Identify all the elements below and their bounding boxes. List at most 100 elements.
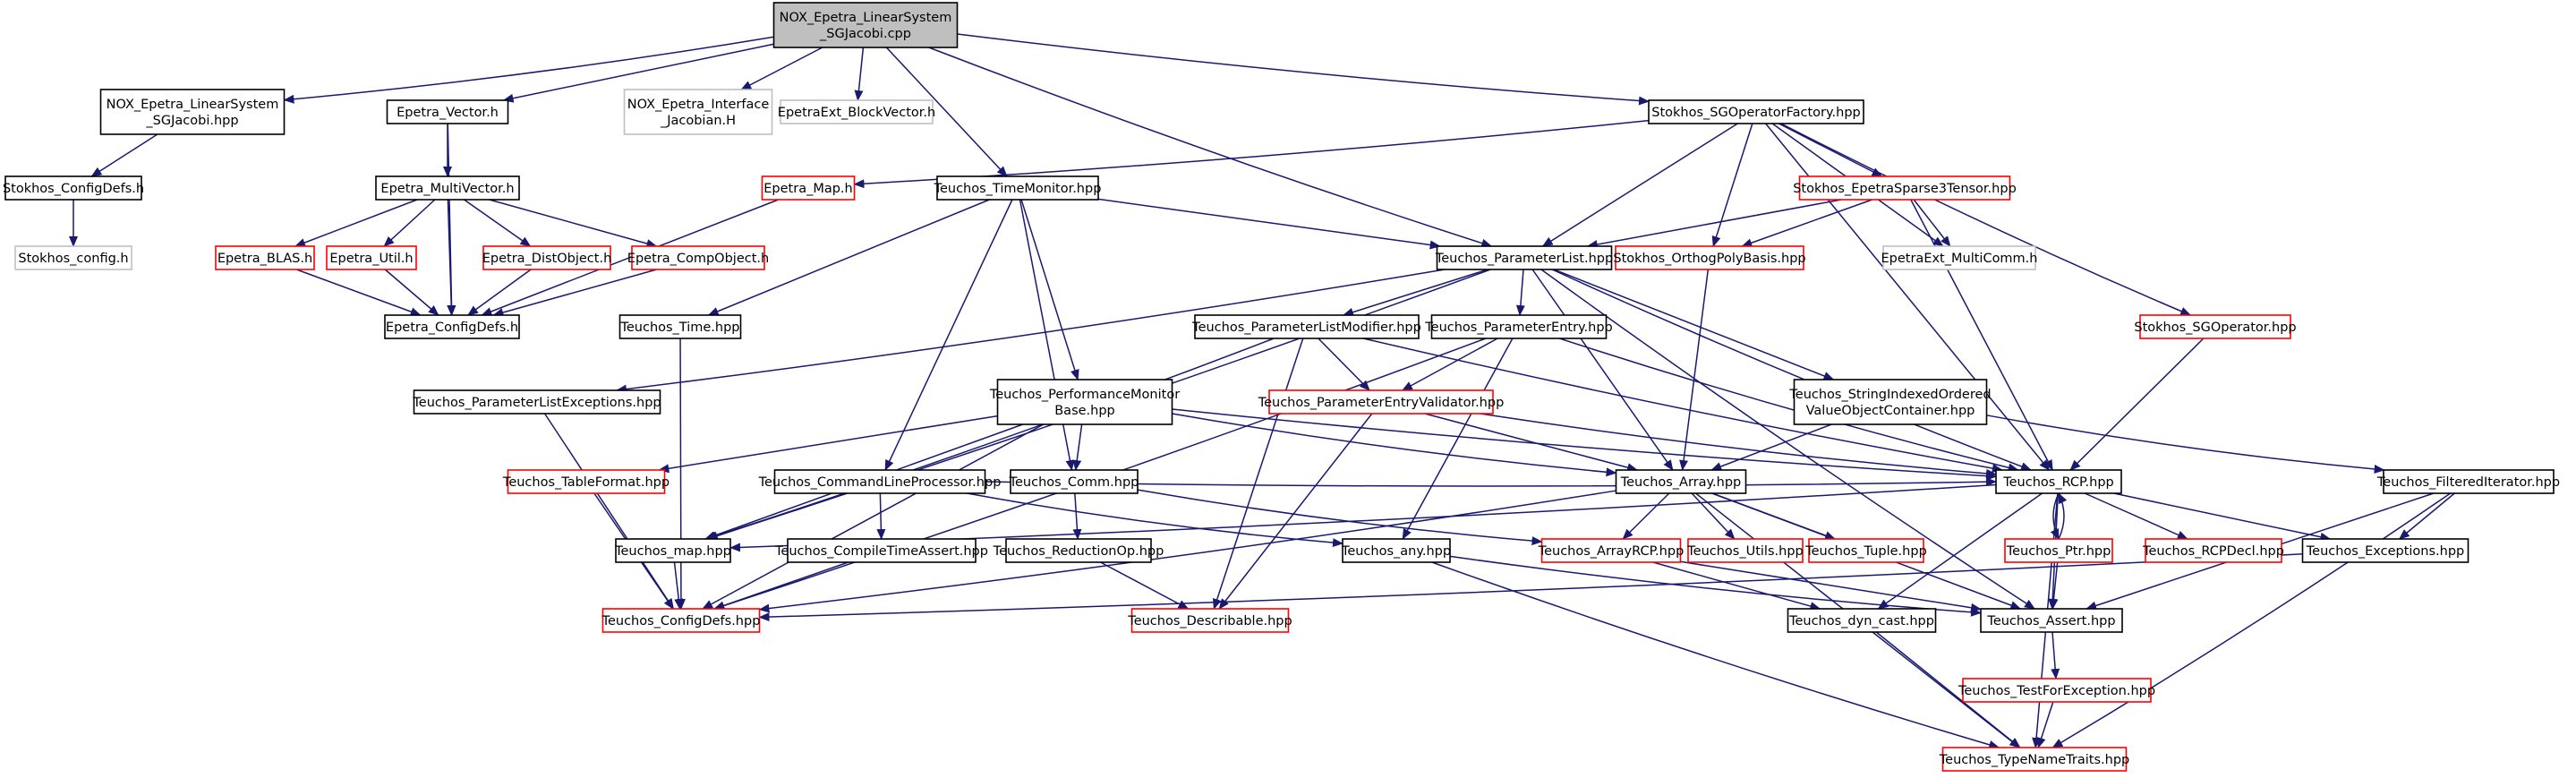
node-teuchos-commandlineprocessor-hpp[interactable]: Teuchos_CommandLineProcessor.hpp: [758, 469, 1002, 494]
edge-perfmon-to-rcp: [1172, 408, 1997, 481]
node-teuchos-describable-hpp[interactable]: Teuchos_Describable.hpp: [1127, 608, 1292, 633]
node-box: [1540, 538, 1682, 563]
node-stokhos-orthogpolybasis-hpp[interactable]: Stokhos_OrthogPolyBasis.hpp: [1613, 245, 1806, 270]
edge-sgopfac-to-sgop: [1780, 123, 2192, 316]
edge-arcp-to-assert: [1680, 560, 1982, 612]
edge-any-to-assert: [1449, 555, 1982, 617]
node-epetra-distobject-h[interactable]: Epetra_DistObject.h: [482, 245, 612, 270]
node-epetra-map-h[interactable]: Epetra_Map.h: [761, 175, 856, 201]
node-box: [14, 245, 132, 270]
edge-root-to-blockvec: [854, 47, 865, 101]
node-box: [375, 175, 520, 201]
node-teuchos-testforexception-hpp[interactable]: Teuchos_TestForException.hpp: [1958, 678, 2155, 703]
node-teuchos-typenametraits-hpp[interactable]: Teuchos_TypeNameTraits.hpp: [1939, 747, 2129, 772]
node-epetraext-multicomm-h: EpetraExt_MultiComm.h: [1881, 245, 2037, 270]
node-label: Teuchos_CommandLineProcessor.hpp: [758, 475, 1002, 490]
edge-plist-to-pentry: [1515, 269, 1525, 316]
node-teuchos-parameterlist-hpp[interactable]: Teuchos_ParameterList.hpp: [1435, 245, 1613, 270]
node-teuchos-filterediterator-hpp[interactable]: Teuchos_FilteredIterator.hpp: [2376, 469, 2560, 494]
node-teuchos-map-hpp[interactable]: Teuchos_map.hpp: [614, 538, 731, 563]
edge-rcp-to-dyncast: [1877, 492, 2043, 610]
node-box: [1962, 678, 2152, 703]
node-box: [618, 314, 742, 339]
node-box: [1130, 608, 1290, 633]
node-teuchos-tableformat-hpp[interactable]: Teuchos_TableFormat.hpp: [502, 469, 670, 494]
node-teuchos-stringindexedorderedvalueobjectcontainer-hpp[interactable]: Teuchos_StringIndexedOrderedValueObjectC…: [1788, 379, 1992, 425]
node-nox-epetra-linearsystem-sgjacobi-hpp[interactable]: NOX_Epetra_LinearSystem_SGJacobi.hpp: [99, 89, 286, 135]
node-teuchos-reductionop-hpp[interactable]: Teuchos_ReductionOp.hpp: [993, 538, 1164, 563]
edge-root-to-sgjh: [283, 36, 774, 104]
node-nox-epetra-interface-jacobian-h: NOX_Epetra_Interface_Jacobian.H: [623, 89, 773, 135]
edge-eblas-to-ecfg: [296, 269, 422, 316]
node-teuchos-timemonitor-hpp[interactable]: Teuchos_TimeMonitor.hpp: [934, 175, 1102, 201]
edge-perfmon-to-comm: [1072, 423, 1083, 471]
node-epetra-multivector-h[interactable]: Epetra_MultiVector.h: [375, 175, 520, 201]
node-teuchos-arrayrcp-hpp[interactable]: Teuchos_ArrayRCP.hpp: [1538, 538, 1685, 563]
node-epetra-vector-h[interactable]: Epetra_Vector.h: [386, 99, 509, 124]
edge-perfmon-to-tcfg: [702, 423, 1045, 610]
node-teuchos-rcp-hpp[interactable]: Teuchos_RCP.hpp: [1995, 469, 2122, 494]
node-label: _Jacobian.H: [660, 114, 736, 128]
node-box: [413, 389, 661, 415]
node-label: Teuchos_dyn_cast.hpp: [1788, 614, 1934, 628]
edge-clp-to-any: [967, 492, 1343, 548]
node-label: Teuchos_map.hpp: [614, 544, 731, 559]
node-teuchos-utils-hpp[interactable]: Teuchos_Utils.hpp: [1686, 538, 1804, 563]
edge-any-to-tnt: [1431, 561, 2000, 749]
node-stokhos-sgoperatorfactory-hpp[interactable]: Stokhos_SGOperatorFactory.hpp: [1648, 99, 1864, 124]
node-box: [507, 469, 666, 494]
node-teuchos-assert-hpp[interactable]: Teuchos_Assert.hpp: [1980, 608, 2123, 633]
node-box: [936, 175, 1099, 201]
node-stokhos-sgoperator-hpp[interactable]: Stokhos_SGOperator.hpp: [2134, 314, 2297, 339]
node-stokhos-epetrasparse3tensor-hpp[interactable]: Stokhos_EpetraSparse3Tensor.hpp: [1793, 175, 2017, 201]
node-epetra-configdefs-h[interactable]: Epetra_ConfigDefs.h: [384, 314, 520, 339]
node-teuchos-parameterlistexceptions-hpp[interactable]: Teuchos_ParameterListExceptions.hpp: [412, 389, 661, 415]
edge-timemon-to-ttime: [707, 199, 990, 316]
node-label: Stokhos_EpetraSparse3Tensor.hpp: [1793, 182, 2017, 196]
node-teuchos-dyn-cast-hpp[interactable]: Teuchos_dyn_cast.hpp: [1787, 608, 1937, 633]
node-teuchos-rcpdecl-hpp[interactable]: Teuchos_RCPDecl.hpp: [2142, 538, 2284, 563]
edge-plmod-to-descr: [1212, 338, 1304, 610]
edge-emap-to-ecfg: [481, 199, 779, 316]
node-teuchos-tuple-hpp[interactable]: Teuchos_Tuple.hpp: [1804, 538, 1927, 563]
node-epetra-util-h[interactable]: Epetra_Util.h: [326, 245, 417, 270]
node-teuchos-parameterentry-hpp[interactable]: Teuchos_ParameterEntry.hpp: [1424, 314, 1613, 339]
node-label: Epetra_BLAS.h: [218, 252, 312, 266]
node-stokhos-configdefs-h[interactable]: Stokhos_ConfigDefs.h: [3, 175, 144, 201]
node-teuchos-exceptions-hpp[interactable]: Teuchos_Exceptions.hpp: [2301, 538, 2469, 563]
node-teuchos-parameterlistmodifier-hpp[interactable]: Teuchos_ParameterListModifier.hpp: [1191, 314, 1421, 339]
node-label: Teuchos_Exceptions.hpp: [2306, 544, 2464, 559]
edge-sgop-to-rcp: [2069, 338, 2205, 471]
edge-pentry-to-rcp: [1559, 338, 2019, 473]
node-box: [386, 99, 509, 124]
node-box: [215, 245, 315, 270]
node-teuchos-comm-hpp[interactable]: Teuchos_Comm.hpp: [1009, 469, 1139, 494]
node-teuchos-ptr-hpp[interactable]: Teuchos_Ptr.hpp: [2004, 538, 2113, 563]
node-box: [1010, 469, 1139, 494]
node-teuchos-configdefs-hpp[interactable]: Teuchos_ConfigDefs.hpp: [601, 608, 761, 633]
edge-eutil-to-ecfg: [384, 269, 439, 316]
edge-perfmon-to-array: [1172, 413, 1617, 477]
node-teuchos-parameterentryvalidator-hpp[interactable]: Teuchos_ParameterEntryValidator.hpp: [1258, 389, 1505, 415]
node-teuchos-time-hpp[interactable]: Teuchos_Time.hpp: [618, 314, 742, 339]
node-box: [772, 2, 959, 48]
node-label: NOX_Epetra_LinearSystem: [780, 11, 952, 25]
node-box: [1787, 608, 1937, 633]
node-teuchos-array-hpp[interactable]: Teuchos_Array.hpp: [1615, 469, 1747, 494]
node-label: Teuchos_Comm.hpp: [1009, 475, 1139, 490]
edge-plist-to-assert: [1540, 269, 2035, 610]
edge-pev-to-descr: [1218, 413, 1373, 610]
node-label: Teuchos_ReductionOp.hpp: [993, 544, 1164, 559]
node-label: Epetra_Util.h: [329, 252, 413, 266]
edge-plexc-to-tcfg: [543, 413, 675, 610]
node-box: [1430, 314, 1608, 339]
node-teuchos-compiletimeassert-hpp[interactable]: Teuchos_CompileTimeAssert.hpp: [774, 538, 988, 563]
node-epetra-compobject-h[interactable]: Epetra_CompObject.h: [627, 245, 769, 270]
node-box: [1342, 538, 1451, 563]
node-label: Teuchos_ParameterListExceptions.hpp: [412, 396, 661, 410]
node-box: [1687, 538, 1804, 563]
node-nox-epetra-linearsystem-sgjacobi-cpp[interactable]: NOX_Epetra_LinearSystem_SGJacobi.cpp: [772, 2, 959, 48]
node-teuchos-any-hpp[interactable]: Teuchos_any.hpp: [1341, 538, 1451, 563]
node-epetra-blas-h[interactable]: Epetra_BLAS.h: [215, 245, 315, 270]
